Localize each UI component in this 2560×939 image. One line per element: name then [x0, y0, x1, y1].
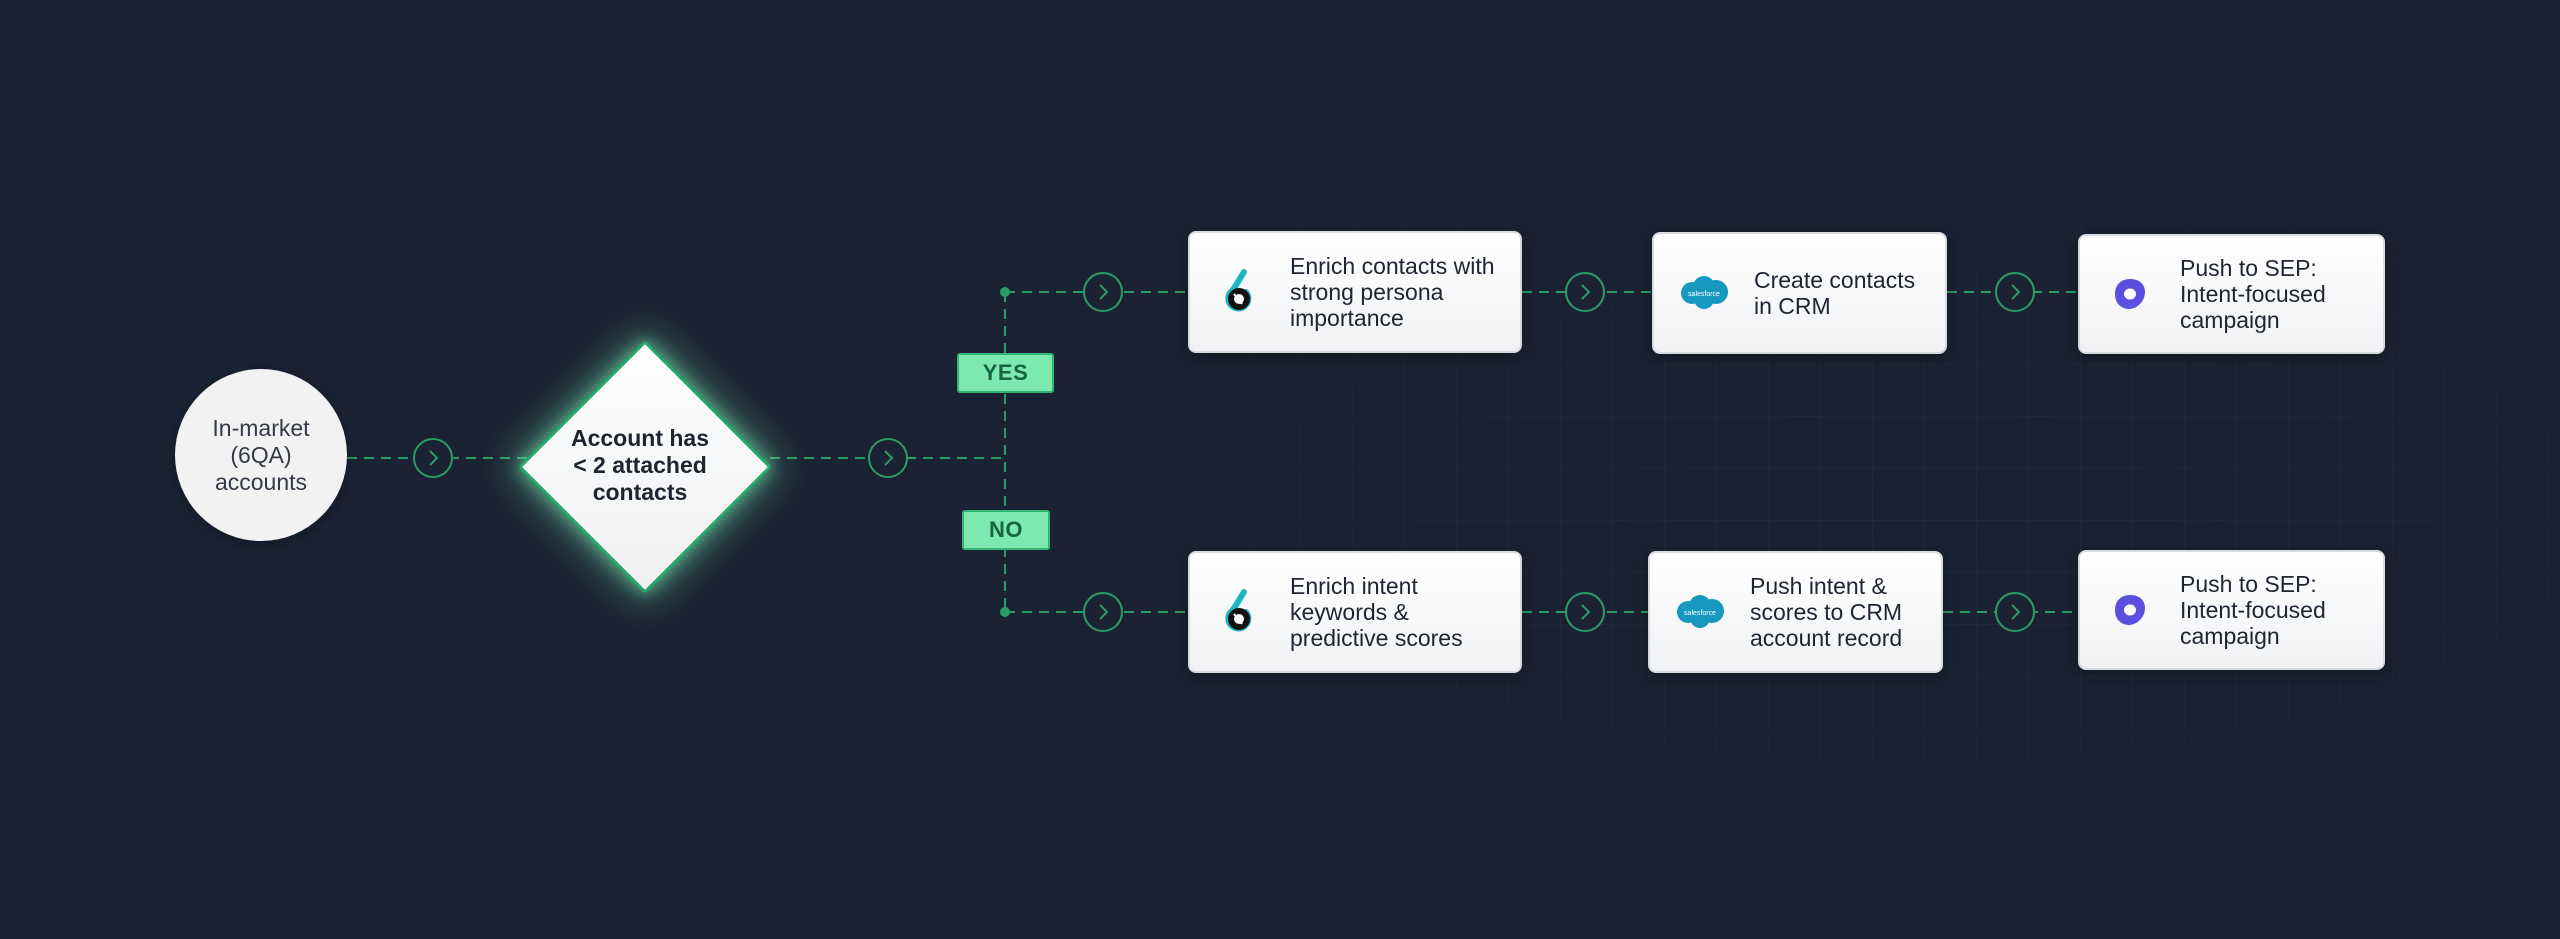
6sense-logo-icon	[1212, 584, 1268, 640]
no-step-push-intent-scores: salesforce Push intent & scores to CRM a…	[1648, 551, 1943, 673]
yes-step-create-contacts-label: Create contacts in CRM	[1754, 267, 1916, 319]
outreach-logo-icon	[2102, 266, 2158, 322]
salesforce-logo-icon: salesforce	[1672, 584, 1728, 640]
yes-step-enrich-contacts-label: Enrich contacts with strong persona impo…	[1290, 253, 1495, 331]
salesforce-logo-text: salesforce	[1684, 610, 1716, 617]
no-step-enrich-intent-label: Enrich intent keywords & predictive scor…	[1290, 573, 1463, 651]
start-node-label: In-market (6QA) accounts	[212, 414, 310, 495]
no-step-push-to-sep-label: Push to SEP: Intent-focused campaign	[2180, 571, 2326, 649]
chevron-right-icon	[1083, 272, 1123, 312]
yes-branch-tag: YES	[957, 353, 1054, 393]
no-branch-tag: NO	[962, 510, 1050, 550]
yes-step-push-to-sep-label: Push to SEP: Intent-focused campaign	[2180, 255, 2326, 333]
chevron-right-icon	[1565, 592, 1605, 632]
salesforce-logo-icon: salesforce	[1676, 265, 1732, 321]
6sense-logo-icon	[1212, 264, 1268, 320]
decision-label: Account has < 2 attached contacts	[570, 424, 710, 505]
no-step-push-to-sep: Push to SEP: Intent-focused campaign	[2078, 550, 2385, 670]
start-node: In-market (6QA) accounts	[175, 369, 347, 541]
salesforce-logo-text: salesforce	[1688, 291, 1720, 298]
background-grid	[900, 0, 2560, 939]
no-step-enrich-intent: Enrich intent keywords & predictive scor…	[1188, 551, 1522, 673]
yes-step-push-to-sep: Push to SEP: Intent-focused campaign	[2078, 234, 2385, 354]
chevron-right-icon	[413, 438, 453, 478]
branch-dot-yes	[1000, 287, 1010, 297]
chevron-right-icon	[1565, 272, 1605, 312]
branch-dot-no	[1000, 607, 1010, 617]
outreach-logo-icon	[2102, 582, 2158, 638]
no-step-push-intent-scores-label: Push intent & scores to CRM account reco…	[1750, 573, 1903, 651]
yes-step-enrich-contacts: Enrich contacts with strong persona impo…	[1188, 231, 1522, 353]
chevron-right-icon	[1995, 272, 2035, 312]
chevron-right-icon	[1995, 592, 2035, 632]
yes-step-create-contacts: salesforce Create contacts in CRM	[1652, 232, 1947, 354]
chevron-right-icon	[1083, 592, 1123, 632]
chevron-right-icon	[868, 438, 908, 478]
decision-node: Account has < 2 attached contacts	[540, 420, 740, 510]
